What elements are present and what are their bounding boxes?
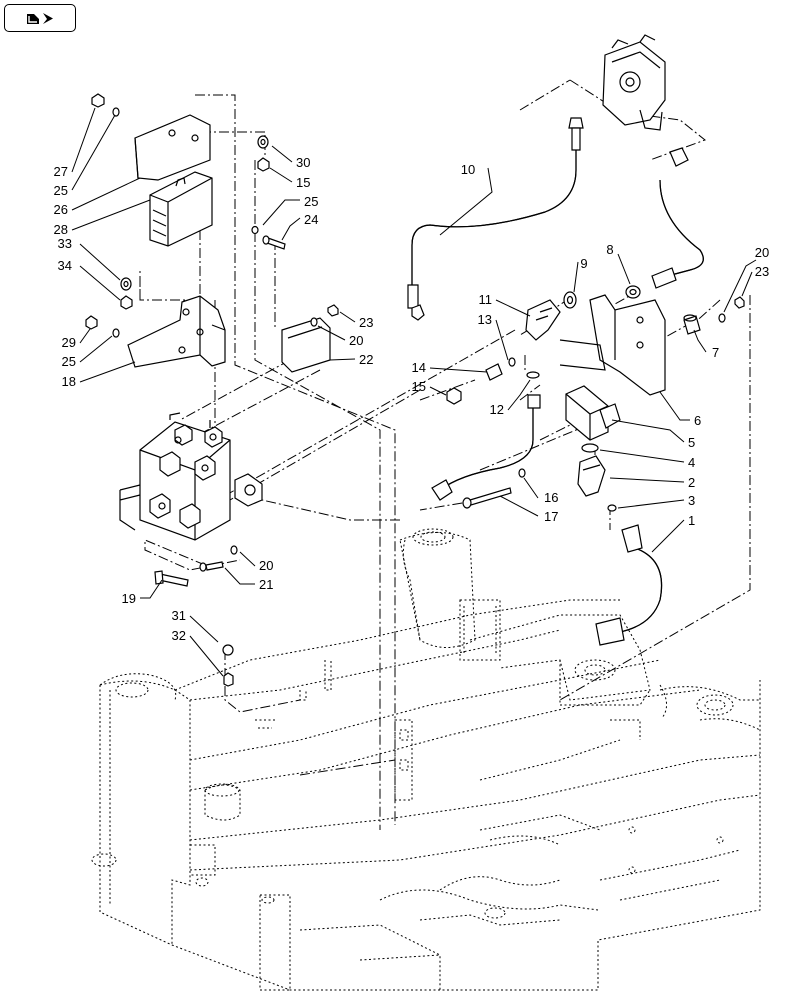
- part-washer-31: [222, 644, 234, 687]
- callout-22: 22: [359, 352, 373, 367]
- part-plate-22: [281, 317, 331, 373]
- part-block-5: [565, 385, 621, 441]
- part-oring-3: [607, 504, 617, 512]
- part-bolt-17: [462, 468, 526, 509]
- callout-30: 30: [296, 155, 310, 170]
- part-fasteners-23-20: [310, 304, 339, 327]
- callout-26: 26: [54, 202, 68, 217]
- callout-11: 11: [479, 292, 493, 307]
- part-bolt-24: [251, 225, 286, 250]
- callout-33: 33: [58, 236, 72, 251]
- callout-8: 8: [606, 242, 613, 257]
- callout-6: 6: [694, 413, 701, 428]
- leader-lines: [71, 107, 757, 677]
- part-clip-13-14-15: [446, 357, 516, 405]
- callout-7: 7: [712, 345, 719, 360]
- callout-3: 3: [688, 493, 695, 508]
- callout-21: 21: [259, 577, 273, 592]
- part-bolt-21: [199, 545, 238, 572]
- part-hose-10: [407, 117, 584, 321]
- callout-27: 27: [54, 164, 68, 179]
- callout-10: 10: [461, 162, 475, 177]
- callout-20: 20: [755, 245, 769, 260]
- part-valve-assembly: [119, 412, 263, 541]
- part-module-28: [149, 171, 213, 247]
- callout-17: 17: [544, 509, 558, 524]
- callout-25: 25: [54, 183, 68, 198]
- part-bracket-26: [134, 114, 211, 181]
- part-oring-12: [526, 371, 540, 379]
- callout-31: 31: [172, 608, 186, 623]
- part-elbow-11: [525, 299, 561, 341]
- part-bracket-6: [559, 294, 666, 396]
- callout-20: 20: [259, 558, 273, 573]
- callout-15: 15: [412, 379, 426, 394]
- part-hose-middle: [431, 394, 541, 501]
- callout-25: 25: [62, 354, 76, 369]
- callout-2: 2: [688, 475, 695, 490]
- callout-23: 23: [359, 315, 373, 330]
- callout-18: 18: [62, 374, 76, 389]
- part-bracket-18: [127, 295, 226, 368]
- part-fasteners-right: [718, 296, 745, 323]
- part-nut-27: [91, 93, 120, 117]
- part-spacer-7: [683, 314, 701, 335]
- part-washer-30: [257, 135, 270, 172]
- callout-13: 13: [478, 312, 492, 327]
- callout-1: 1: [688, 513, 695, 528]
- part-washer-9: [563, 291, 577, 309]
- part-nut-29: [85, 315, 120, 338]
- part-washer-8: [625, 285, 641, 299]
- callout-9: 9: [580, 256, 587, 271]
- page-navigation-icon: [27, 13, 53, 24]
- callout-4: 4: [688, 455, 695, 470]
- part-washer-33: [120, 277, 133, 310]
- callout-14: 14: [412, 360, 426, 375]
- callout-25: 25: [304, 194, 318, 209]
- page-navigation-button[interactable]: [4, 4, 76, 32]
- callout-15: 15: [296, 175, 310, 190]
- callout-34: 34: [58, 258, 72, 273]
- part-hose-1: [595, 524, 663, 646]
- callout-5: 5: [688, 435, 695, 450]
- part-oring-4: [581, 443, 599, 453]
- callout-labels: 27 25 26 28 30 15 25 24 33 34 29 25 18 2…: [54, 155, 770, 643]
- assembly-lines: [139, 79, 751, 830]
- callout-32: 32: [172, 628, 186, 643]
- callout-28: 28: [54, 222, 68, 237]
- chassis-frame: [91, 528, 761, 991]
- callout-12: 12: [490, 402, 504, 417]
- callout-19: 19: [122, 591, 136, 606]
- callout-23: 23: [755, 264, 769, 279]
- part-motor: [602, 34, 666, 131]
- part-elbow-2: [577, 455, 606, 497]
- callout-29: 29: [62, 335, 76, 350]
- callout-24: 24: [304, 212, 318, 227]
- callout-16: 16: [544, 490, 558, 505]
- part-hose-upper-right: [651, 147, 704, 289]
- callout-20: 20: [349, 333, 363, 348]
